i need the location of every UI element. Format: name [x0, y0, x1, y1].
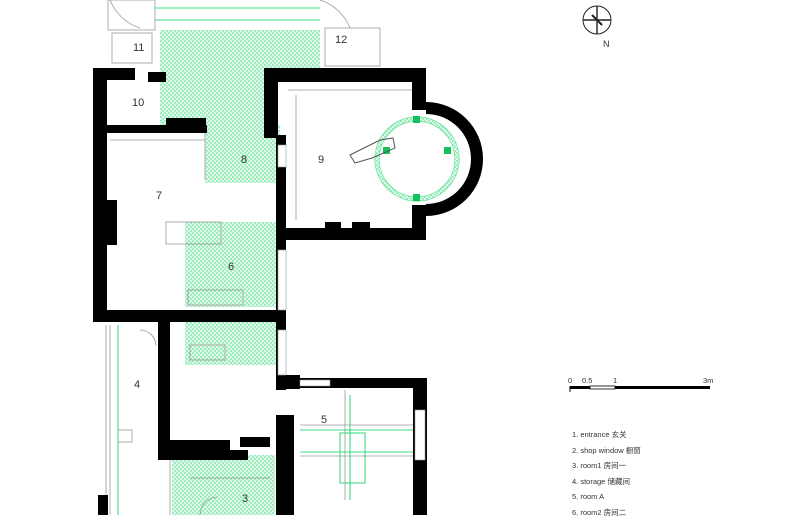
- legend-item: 1. entrance 玄关: [572, 427, 641, 443]
- room-label-4: 4: [134, 379, 140, 391]
- scale-tick-3m: 3m: [703, 376, 713, 385]
- legend: 1. entrance 玄关 2. shop window 橱窗 3. room…: [572, 427, 641, 520]
- legend-item: 2. shop window 橱窗: [572, 443, 641, 459]
- scale-tick-0-5: 0.5: [582, 376, 592, 385]
- legend-item: 4. storage 储藏间: [572, 474, 641, 490]
- legend-item: 3. room1 房间一: [572, 458, 641, 474]
- room-label-12: 12: [335, 34, 347, 46]
- room-label-11: 11: [133, 42, 144, 54]
- room-label-7: 7: [156, 190, 162, 202]
- legend-item: 6. room2 房间二: [572, 505, 641, 520]
- round-display: [350, 116, 457, 201]
- legend-item: 5. room A: [572, 489, 641, 505]
- room-label-9: 9: [318, 154, 324, 166]
- room-label-10: 10: [132, 97, 144, 109]
- north-arrow-icon: [583, 6, 611, 34]
- north-label: N: [603, 39, 610, 49]
- room-label-8: 8: [241, 154, 247, 166]
- room-label-3: 3: [242, 493, 248, 505]
- scale-bar: [570, 386, 710, 392]
- room-label-5: 5: [321, 414, 327, 426]
- scale-tick-1: 1: [613, 376, 617, 385]
- scale-tick-0: 0: [568, 376, 572, 385]
- room-label-6: 6: [228, 261, 234, 273]
- window-gaps: [278, 145, 425, 460]
